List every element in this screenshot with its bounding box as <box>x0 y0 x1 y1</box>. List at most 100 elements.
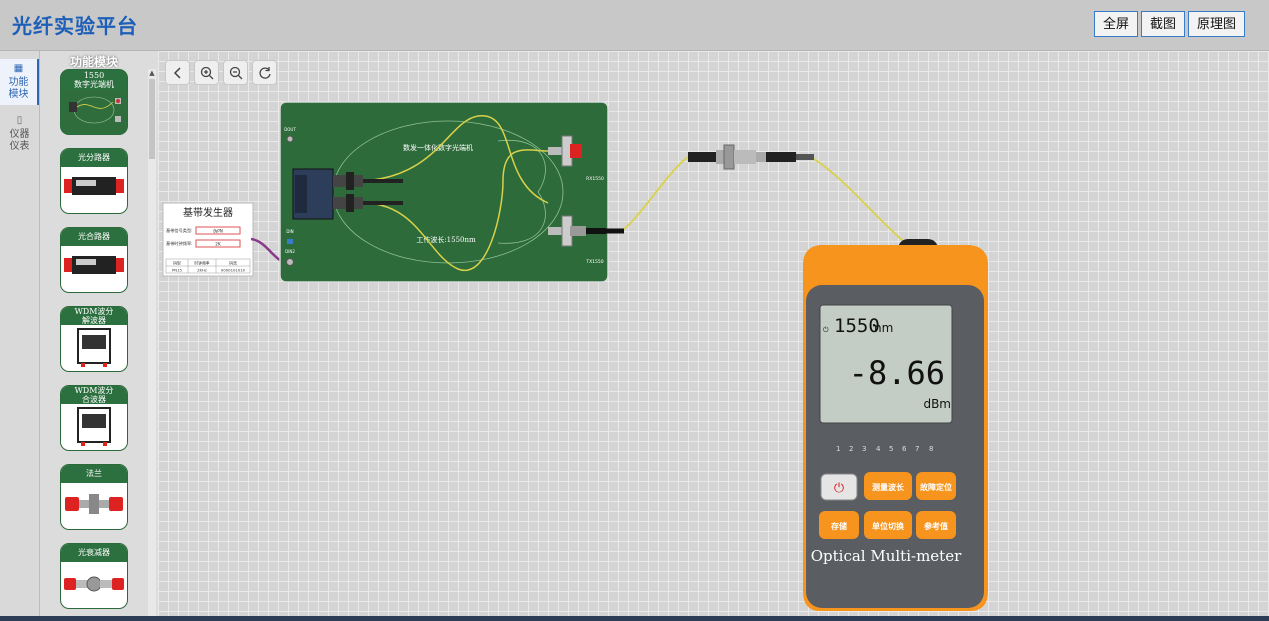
meter-scale-number: 7 <box>915 445 919 453</box>
flange-thumbnail <box>61 483 127 529</box>
optical-multimeter[interactable]: ⏻ 1550 nm -8.66 dBm 1 2 3 4 5 6 7 8 ⏻ 测量… <box>803 239 988 611</box>
zoom-in-button[interactable] <box>194 60 219 85</box>
module-name: 1550 <box>83 71 105 80</box>
screenshot-button[interactable]: 截图 <box>1141 11 1186 37</box>
experiment-scene: 基带发生器 基带信号类型: 伪PN 基带时钟频率: 2K 码型 时钟频率 码流 … <box>162 101 988 611</box>
grid-icon: ▦ <box>13 63 24 74</box>
button-label: 存储 <box>830 521 847 531</box>
experiment-canvas[interactable]: 基带发生器 基带信号类型: 伪PN 基带时钟频率: 2K 码型 时钟频率 码流 … <box>158 51 1269 616</box>
port-din[interactable] <box>287 239 293 244</box>
splitter-thumbnail <box>61 167 127 213</box>
measure-wavelength-button[interactable] <box>864 472 912 500</box>
yellow-fiber <box>619 156 689 233</box>
meter-unit: dBm <box>923 397 951 411</box>
port-label: DOUT <box>284 127 296 132</box>
back-button[interactable] <box>165 60 190 85</box>
meter-scale-number: 4 <box>876 445 881 453</box>
module-name: 光分路器 <box>78 153 110 162</box>
back-icon <box>173 67 181 79</box>
baseband-title: 基带发生器 <box>183 206 233 219</box>
module-name: 合波器 <box>82 395 106 404</box>
scroll-thumb[interactable] <box>149 79 155 159</box>
meter-reading: -8.66 <box>849 354 945 392</box>
meter-scale-number: 1 <box>836 445 840 453</box>
tab-instruments[interactable]: ▯ 仪器 仪表 <box>0 113 39 153</box>
port-label: DIN2 <box>285 249 295 254</box>
reference-button[interactable] <box>916 511 956 539</box>
module-card-combiner[interactable]: 光合路器 <box>60 227 128 293</box>
meter-brand: Optical Multi-meter <box>811 547 962 565</box>
meter-wavelength: 1550 <box>834 315 880 337</box>
optical-transceiver-board[interactable]: 数发一体化数字光端机 工作波长:1550nm DOUT RX1550 TX155… <box>279 101 609 283</box>
module-card-attenuator[interactable]: 光衰减器 <box>60 543 128 609</box>
power-button[interactable] <box>820 473 858 501</box>
zoom-out-button[interactable] <box>223 60 248 85</box>
tab-label: 功能 <box>8 77 29 88</box>
port-label: RX1550 <box>586 176 604 182</box>
module-name: WDM波分 <box>74 386 114 395</box>
panel-title: 功能模块 <box>69 55 118 69</box>
fault-locate-button[interactable] <box>916 472 956 500</box>
board-wavelength-label: 工作波长:1550nm <box>416 235 476 244</box>
meter-scale-number: 5 <box>889 445 893 453</box>
module-name: 数字光端机 <box>74 80 114 89</box>
power-icon: ⏻ <box>834 481 844 496</box>
app-title: 光纤实验平台 <box>12 14 138 38</box>
meter-scale-number: 3 <box>862 445 866 453</box>
meter-scale-number: 2 <box>849 445 853 453</box>
meter-scale-number: 6 <box>902 445 907 453</box>
yellow-fiber <box>813 158 911 248</box>
meter-scale-number: 8 <box>929 445 933 453</box>
header: 光纤实验平台 全屏 截图 原理图 <box>0 0 1269 51</box>
baseband-signal-type[interactable]: 伪PN <box>213 228 223 235</box>
table-cell: PN15 <box>172 268 183 273</box>
table-cell: 0000101010 <box>221 268 246 273</box>
table-header: 码型 <box>173 261 181 266</box>
unit-switch-button[interactable] <box>864 511 912 539</box>
taskbar <box>0 616 1269 621</box>
module-card-wdm-mux[interactable]: WDM波分 合波器 <box>60 385 128 451</box>
button-label: 单位切换 <box>872 521 905 531</box>
module-name: 法兰 <box>86 469 102 478</box>
attenuator-thumbnail <box>61 562 127 608</box>
port-label: TX1550 <box>585 259 603 265</box>
transceiver-thumbnail <box>61 88 127 134</box>
module-card-splitter[interactable]: 光分路器 <box>60 148 128 214</box>
tab-label: 仪器 <box>9 129 30 140</box>
module-card-1550-transceiver[interactable]: 1550 数字光端机 <box>60 69 128 135</box>
tab-label: 模块 <box>8 89 29 100</box>
button-label: 故障定位 <box>920 482 952 492</box>
tab-label: 仪表 <box>9 141 30 152</box>
module-card-flange[interactable]: 法兰 <box>60 464 128 530</box>
zoom-out-icon <box>229 66 243 80</box>
store-button[interactable] <box>819 511 859 539</box>
refresh-icon <box>259 67 271 79</box>
port-dout[interactable] <box>286 135 294 143</box>
baseband-row1-label: 基带信号类型: <box>166 227 193 234</box>
refresh-button[interactable] <box>252 60 277 85</box>
baseband-generator[interactable]: 基带发生器 基带信号类型: 伪PN 基带时钟频率: 2K 码型 时钟频率 码流 … <box>162 202 254 277</box>
button-label: 参考值 <box>923 521 948 531</box>
module-name: 光合路器 <box>78 232 110 241</box>
left-rail: ▦ 功能 模块 ▯ 仪器 仪表 <box>0 51 40 621</box>
table-cell: 2KHz <box>197 268 207 273</box>
zoom-in-icon <box>200 66 214 80</box>
wdm-mux-thumbnail <box>61 404 127 450</box>
module-name: 解波器 <box>82 316 106 325</box>
scroll-up-icon[interactable]: ▲ <box>149 69 155 77</box>
schematic-button[interactable]: 原理图 <box>1188 11 1246 37</box>
panel-scrollbar[interactable]: ▲ <box>148 69 156 617</box>
device-icon: ▯ <box>16 115 23 126</box>
fullscreen-button[interactable]: 全屏 <box>1094 11 1139 37</box>
port-din2[interactable] <box>286 258 294 266</box>
baseband-clock-frequency[interactable]: 2K <box>215 242 221 247</box>
module-card-wdm-demux[interactable]: WDM波分 解波器 <box>60 306 128 372</box>
module-name: WDM波分 <box>74 307 114 316</box>
button-label: 测量波长 <box>872 482 905 492</box>
module-panel: 功能模块 ▲ 1550 数字光端机 光分路器 <box>40 51 158 621</box>
table-header: 时钟频率 <box>194 261 209 266</box>
tab-function-modules[interactable]: ▦ 功能 模块 <box>0 59 39 105</box>
meter-wavelength-unit: nm <box>874 321 893 335</box>
table-header: 码流 <box>229 261 237 266</box>
flange-connector[interactable] <box>688 144 814 170</box>
